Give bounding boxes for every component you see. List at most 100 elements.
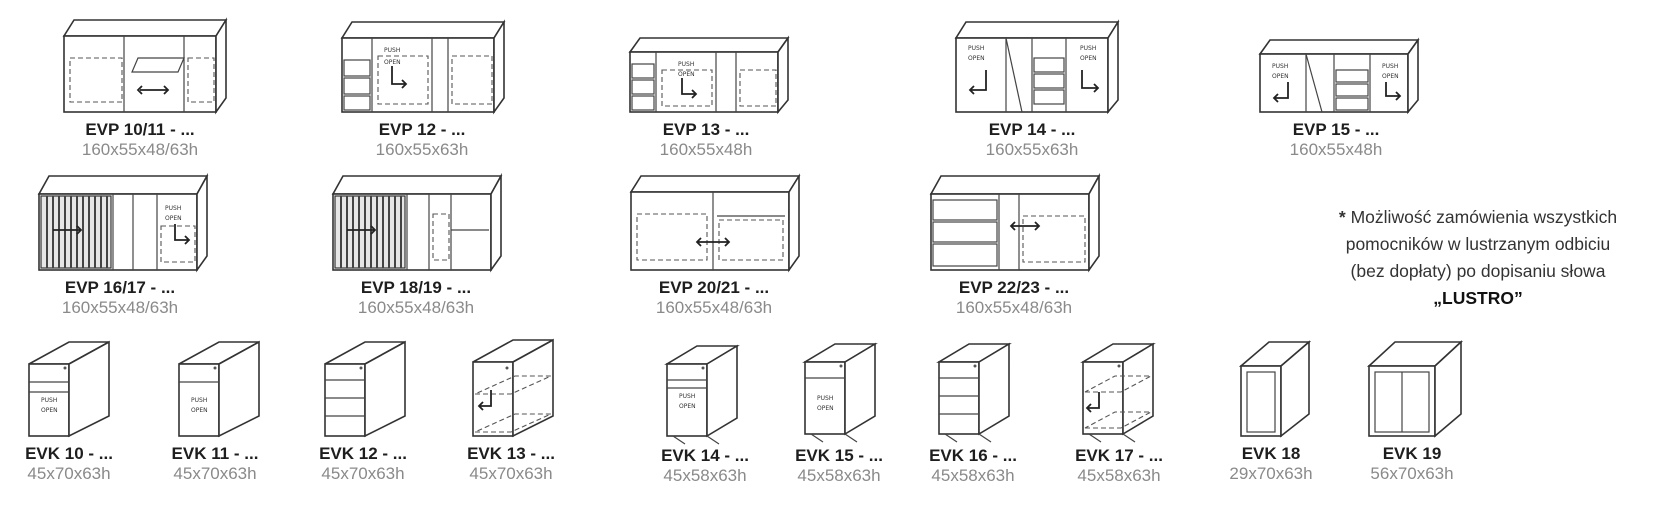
- product-dimensions: 160x55x48/63h: [81, 140, 199, 159]
- open-label: OPEN: [678, 71, 695, 78]
- evk-11-drawing: PUSH OPEN: [178, 340, 260, 438]
- product-code: EVK 12 - ...: [319, 444, 407, 463]
- evp-15-drawing: PUSH OPEN PUSH OPEN: [1258, 37, 1420, 115]
- open-label: OPEN: [968, 55, 985, 62]
- product-dimensions: 45x70x63h: [469, 464, 553, 483]
- open-label: OPEN: [1382, 73, 1399, 80]
- product-dimensions: 160x55x48h: [1289, 140, 1383, 159]
- product-evk-17: EVK 17 - ... 45x58x63h: [1064, 336, 1174, 486]
- push-label: PUSH: [968, 45, 984, 52]
- product-code: EVP 18/19 - ...: [360, 278, 472, 297]
- note-keyword: „LUSTRO”: [1433, 288, 1523, 308]
- product-evk-16: EVK 16 - ... 45x58x63h: [918, 336, 1028, 486]
- mirror-order-note: * Możliwość zamówienia wszystkich pomocn…: [1308, 204, 1648, 312]
- push-label: PUSH: [1080, 45, 1096, 52]
- product-code: EVK 13 - ...: [467, 444, 555, 463]
- evp-12-drawing: PUSH OPEN: [340, 19, 506, 115]
- product-dimensions: 160x55x48/63h: [655, 298, 773, 317]
- product-dimensions: 45x58x63h: [931, 466, 1015, 485]
- product-code: EVK 16 - ...: [929, 446, 1017, 465]
- product-code: EVK 15 - ...: [795, 446, 883, 465]
- product-dimensions: 160x55x48/63h: [61, 298, 179, 317]
- evp-22-23-drawing: [929, 172, 1101, 273]
- product-code: EVK 18: [1241, 444, 1301, 463]
- product-dimensions: 160x55x63h: [375, 140, 469, 159]
- note-line-3: (bez dopłaty) po dopisaniu słowa: [1350, 261, 1606, 281]
- open-label: OPEN: [384, 59, 401, 66]
- open-label: OPEN: [165, 215, 182, 222]
- product-evp-20-21: EVP 20/21 - ... 160x55x48/63h: [614, 170, 814, 318]
- product-evk-10: PUSH OPEN EVK 10 - ... 45x70x63h: [14, 336, 124, 484]
- open-label: OPEN: [1272, 73, 1289, 80]
- product-evp-16-17: PUSH OPEN EVP 16/17 - ... 160x55x48/63h: [20, 170, 220, 318]
- open-label: OPEN: [817, 405, 834, 412]
- product-dimensions: 45x58x63h: [797, 466, 881, 485]
- product-dimensions: 160x55x48h: [659, 140, 753, 159]
- product-code: EVP 22/23 - ...: [958, 278, 1070, 297]
- evp-14-drawing: PUSH OPEN PUSH OPEN: [954, 19, 1120, 115]
- product-code: EVK 19: [1382, 444, 1442, 463]
- evk-14-drawing: PUSH OPEN: [664, 344, 740, 445]
- evp-18-19-drawing: [331, 172, 503, 273]
- product-evk-18: EVK 18 29x70x63h: [1216, 336, 1326, 484]
- product-code: EVK 10 - ...: [25, 444, 113, 463]
- product-evk-14: PUSH OPEN EVK 14 - ... 45x58x63h: [650, 336, 760, 486]
- product-dimensions: 45x70x63h: [321, 464, 405, 483]
- evk-17-drawing: [1080, 342, 1156, 443]
- product-dimensions: 160x55x48/63h: [955, 298, 1073, 317]
- open-label: OPEN: [679, 403, 696, 410]
- product-evp-10-11: EVP 10/11 - ... 160x55x48/63h: [40, 14, 240, 160]
- product-code: EVP 15 - ...: [1292, 120, 1380, 139]
- evk-10-drawing: PUSH OPEN: [28, 340, 110, 438]
- evp-13-drawing: PUSH OPEN: [628, 35, 790, 115]
- evp-20-21-drawing: [629, 173, 801, 273]
- open-label: OPEN: [1080, 55, 1097, 62]
- product-evp-18-19: EVP 18/19 - ... 160x55x48/63h: [316, 170, 516, 318]
- product-dimensions: 56x70x63h: [1370, 464, 1454, 483]
- product-evk-13: EVK 13 - ... 45x70x63h: [456, 336, 566, 484]
- product-evp-15: PUSH OPEN PUSH OPEN EVP 15 - ... 160x55x…: [1236, 14, 1436, 160]
- product-code: EVP 20/21 - ...: [658, 278, 770, 297]
- push-label: PUSH: [384, 47, 400, 54]
- push-label: PUSH: [1272, 63, 1288, 70]
- product-code: EVP 13 - ...: [662, 120, 750, 139]
- product-evp-12: PUSH OPEN EVP 12 - ... 160x55x63h: [322, 14, 522, 160]
- evk-16-drawing: [936, 342, 1012, 443]
- product-evk-12: EVK 12 - ... 45x70x63h: [308, 336, 418, 484]
- evk-12-drawing: [324, 340, 406, 438]
- product-code: EVK 17 - ...: [1075, 446, 1163, 465]
- product-dimensions: 160x55x63h: [985, 140, 1079, 159]
- push-label: PUSH: [191, 397, 207, 404]
- product-dimensions: 160x55x48/63h: [357, 298, 475, 317]
- product-evp-22-23: EVP 22/23 - ... 160x55x48/63h: [914, 170, 1114, 318]
- product-evk-15: PUSH OPEN EVK 15 - ... 45x58x63h: [784, 336, 894, 486]
- push-label: PUSH: [678, 61, 694, 68]
- product-dimensions: 45x58x63h: [1077, 466, 1161, 485]
- evk-18-drawing: [1238, 340, 1312, 438]
- product-code: EVP 16/17 - ...: [64, 278, 176, 297]
- product-code: EVP 10/11 - ...: [85, 120, 195, 139]
- evk-13-drawing: [472, 338, 554, 438]
- product-evk-11: PUSH OPEN EVK 11 - ... 45x70x63h: [160, 336, 270, 484]
- product-code: EVK 14 - ...: [661, 446, 749, 465]
- open-label: OPEN: [191, 407, 208, 414]
- evp-10-11-drawing: [62, 17, 228, 115]
- push-label: PUSH: [679, 393, 695, 400]
- note-asterisk: *: [1338, 207, 1346, 227]
- evk-15-drawing: PUSH OPEN: [802, 342, 878, 443]
- product-code: EVP 12 - ...: [378, 120, 466, 139]
- evk-19-drawing: [1366, 340, 1464, 438]
- note-line-1: Możliwość zamówienia wszystkich: [1350, 207, 1618, 227]
- product-dimensions: 45x58x63h: [663, 466, 747, 485]
- push-label: PUSH: [41, 397, 57, 404]
- evp-16-17-drawing: PUSH OPEN: [37, 172, 209, 273]
- product-dimensions: 45x70x63h: [173, 464, 257, 483]
- product-evk-19: EVK 19 56x70x63h: [1352, 336, 1472, 484]
- product-dimensions: 29x70x63h: [1229, 464, 1313, 483]
- open-label: OPEN: [41, 407, 58, 414]
- product-evp-13: PUSH OPEN EVP 13 - ... 160x55x48h: [606, 14, 806, 160]
- product-code: EVP 14 - ...: [988, 120, 1076, 139]
- product-dimensions: 45x70x63h: [27, 464, 111, 483]
- note-line-2: pomocników w lustrzanym odbiciu: [1345, 234, 1611, 254]
- product-evp-14: PUSH OPEN PUSH OPEN EVP 14 - ... 160x55x…: [932, 14, 1132, 160]
